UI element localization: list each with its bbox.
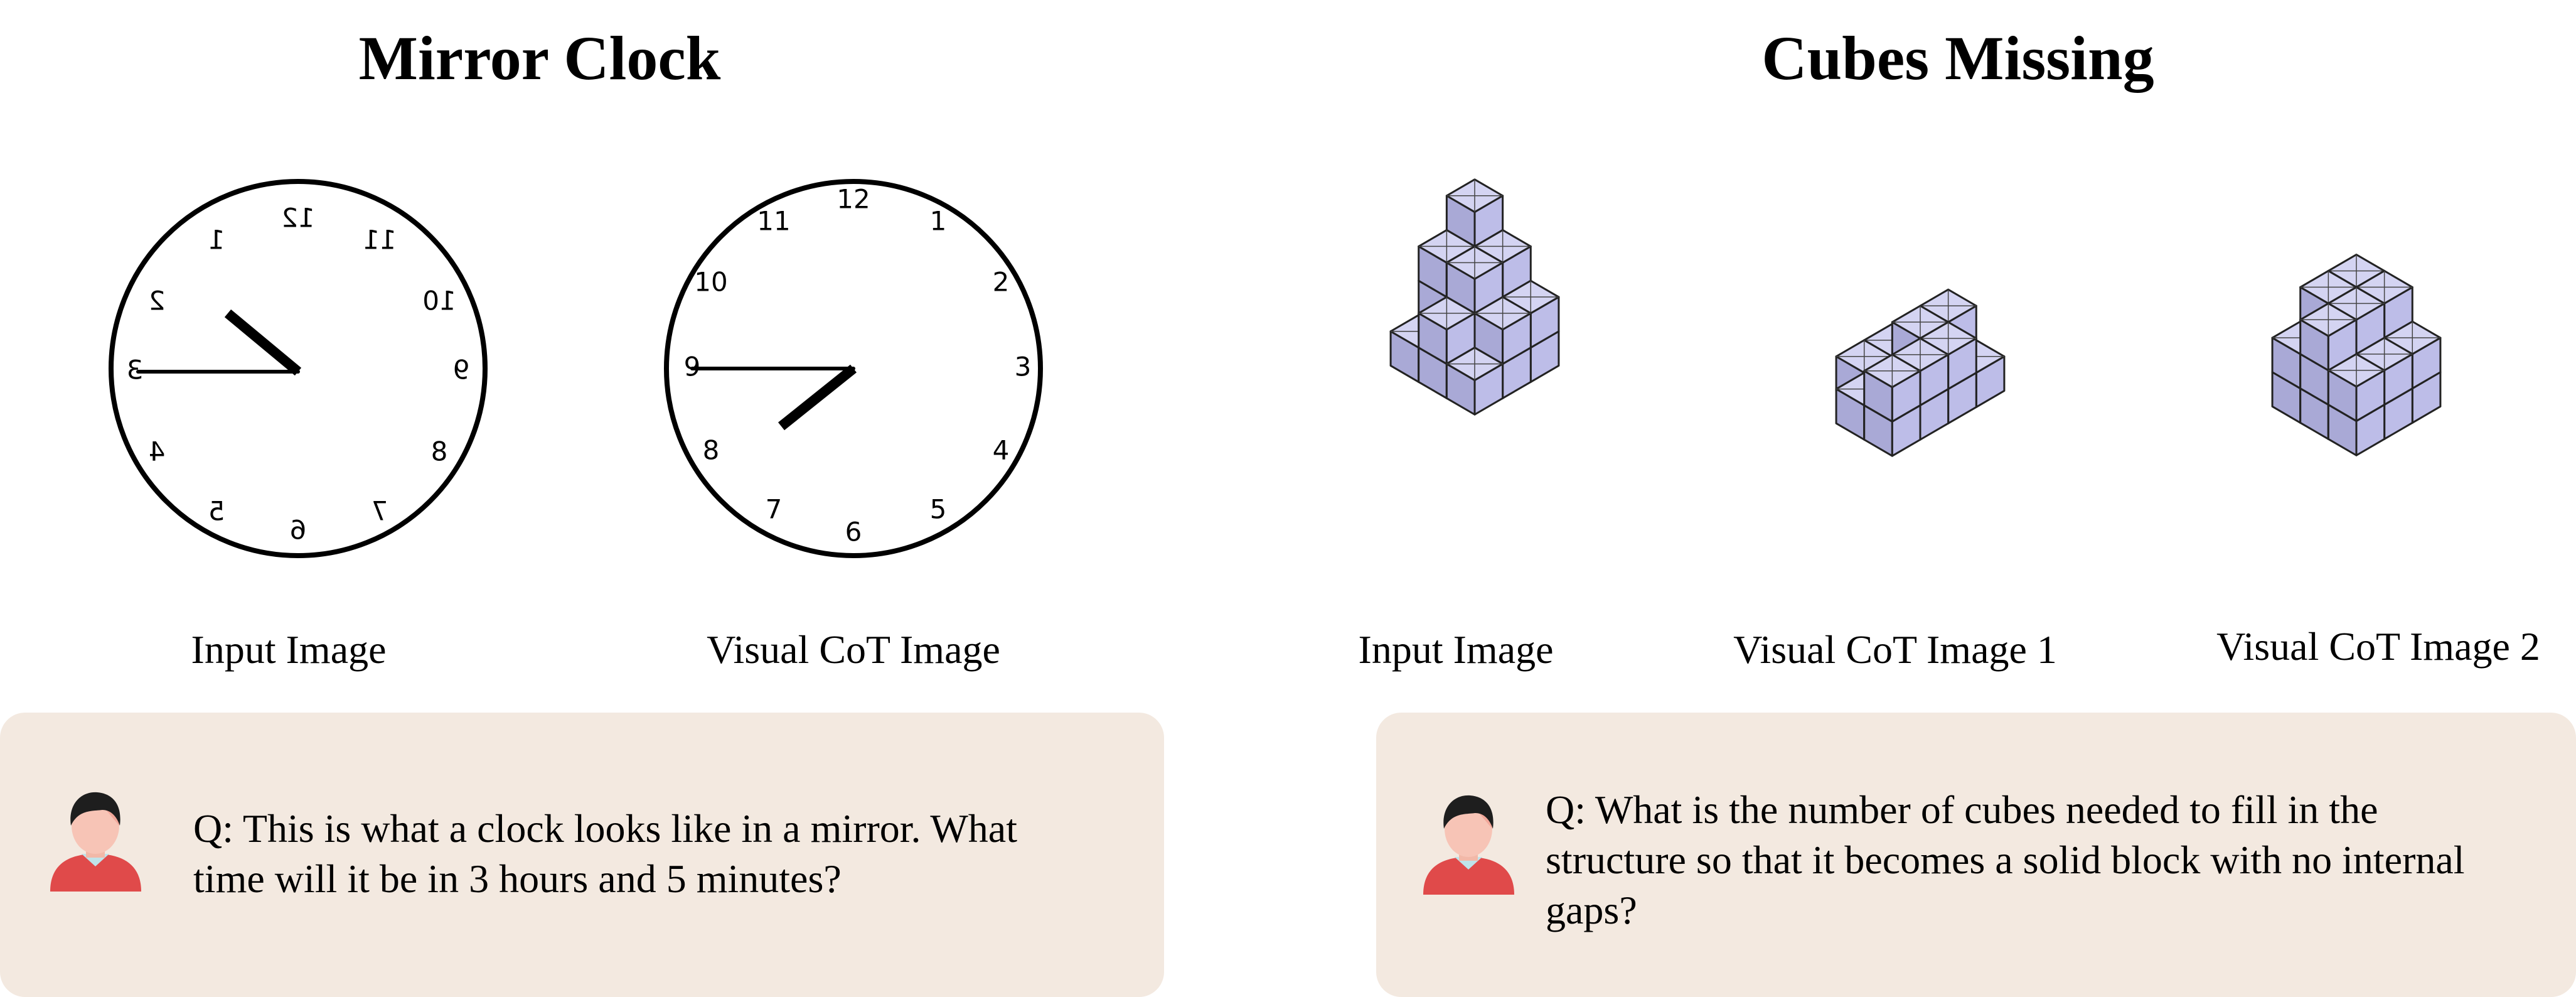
left-input-caption: Input Image bbox=[191, 627, 387, 672]
clock-number: 5 bbox=[930, 494, 947, 525]
clock-number: 1 bbox=[208, 225, 225, 256]
right-cot-caption-1: Visual CoT Image 1 bbox=[1733, 627, 2057, 672]
mirrored-clock-numbers: 12 1 2 3 4 5 6 7 8 9 10 11 bbox=[127, 203, 470, 546]
right-question-text: Q: What is the number of cubes needed to… bbox=[1546, 787, 2465, 932]
left-cot-caption: Visual CoT Image bbox=[707, 627, 1000, 672]
left-question-box: Q: This is what a clock looks like in a … bbox=[0, 713, 1164, 997]
clock-number: 6 bbox=[845, 517, 862, 547]
left-question-text: Q: This is what a clock looks like in a … bbox=[193, 806, 1017, 901]
clock-number: 11 bbox=[757, 206, 790, 237]
clock-number: 7 bbox=[371, 496, 388, 527]
clock-number: 2 bbox=[149, 286, 166, 316]
clock-number: 6 bbox=[290, 515, 307, 546]
clock-number: 4 bbox=[149, 436, 166, 467]
mirrored-clock-input: 12 1 2 3 4 5 6 7 8 9 10 11 bbox=[109, 179, 488, 558]
cubes-cot-image-1 bbox=[1835, 288, 2006, 457]
clock-numbers: 12 1 2 3 4 5 6 7 8 9 10 11 bbox=[684, 184, 1032, 547]
clock-number: 5 bbox=[208, 496, 225, 527]
hour-hand bbox=[778, 364, 857, 431]
clock-number: 11 bbox=[363, 225, 396, 256]
user-avatar-icon bbox=[1423, 795, 1514, 895]
cubes-cot-image-2 bbox=[2271, 254, 2442, 456]
clock-number: 4 bbox=[993, 435, 1010, 466]
clock-number: 10 bbox=[422, 286, 456, 316]
clock-number: 9 bbox=[453, 355, 470, 385]
clock-number: 8 bbox=[431, 436, 448, 467]
clock-number: 12 bbox=[836, 184, 870, 215]
mirror-clock-title: Mirror Clock bbox=[358, 23, 721, 93]
clock-number: 10 bbox=[694, 267, 727, 298]
hour-hand bbox=[224, 309, 302, 376]
clock-number: 8 bbox=[703, 435, 720, 466]
right-input-caption: Input Image bbox=[1358, 627, 1554, 672]
cubes-missing-title: Cubes Missing bbox=[1761, 23, 2154, 93]
clock-number: 1 bbox=[930, 206, 947, 237]
right-cot-caption-2: Visual CoT Image 2 bbox=[2216, 624, 2540, 669]
visual-cot-clock: 12 1 2 3 4 5 6 7 8 9 10 11 bbox=[664, 179, 1043, 558]
clock-number: 7 bbox=[766, 494, 783, 525]
clock-number: 2 bbox=[993, 267, 1010, 298]
user-avatar-icon bbox=[50, 792, 141, 892]
clock-number: 3 bbox=[1015, 352, 1032, 382]
right-question-box: Q: What is the number of cubes needed to… bbox=[1376, 713, 2576, 997]
cubes-input-image bbox=[1389, 178, 1560, 416]
clock-number: 12 bbox=[281, 203, 314, 234]
